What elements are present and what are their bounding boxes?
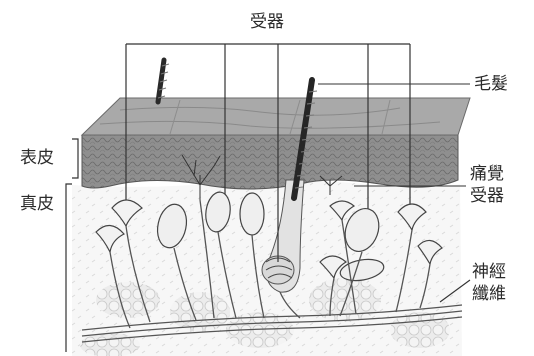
dermis-label: 真皮 [20, 194, 54, 214]
hair-label: 毛髮 [474, 74, 508, 94]
epidermis-cell-layer [82, 135, 458, 189]
pain-receptor-label-line1: 痛覺 [470, 164, 504, 184]
nerve-fiber-label-line1: 神經 [472, 262, 506, 282]
epidermis-label: 表皮 [20, 148, 54, 168]
hair-short [158, 60, 169, 102]
nerve-fiber-label-line2: 纖維 [472, 284, 506, 304]
pain-receptor-label-line2: 受器 [470, 186, 504, 206]
receptors-label: 受器 [250, 12, 284, 32]
skin-surface [82, 98, 470, 135]
